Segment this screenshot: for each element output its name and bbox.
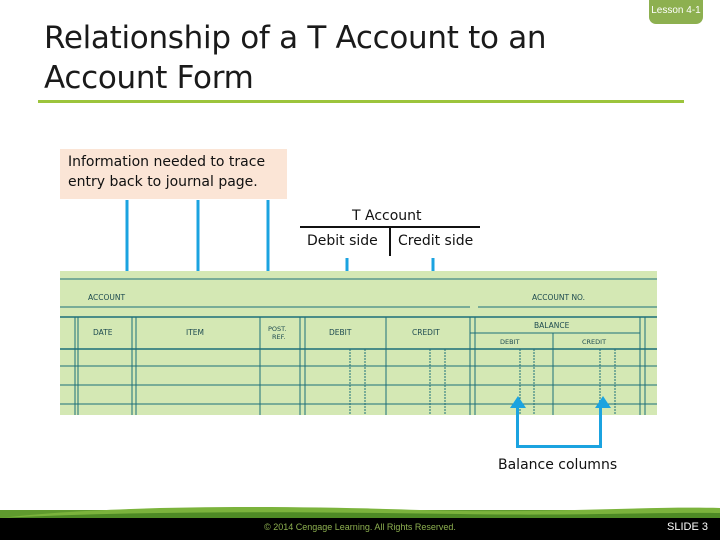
account-form: ACCOUNT ACCOUNT NO. BALANCE DATE ITEM PO… (60, 271, 657, 415)
callout-text: Information needed to trace entry back t… (68, 154, 266, 190)
balance-arrow-right-head (595, 396, 611, 408)
balance-arrow-left-head (510, 396, 526, 408)
slide-number: SLIDE 3 (667, 521, 708, 533)
form-bal-debit: DEBIT (500, 338, 519, 346)
form-account-no-label: ACCOUNT NO. (532, 293, 585, 302)
footer-grass-band (0, 507, 720, 518)
t-account-credit-label: Credit side (398, 233, 474, 249)
form-col-credit: CREDIT (412, 328, 440, 337)
t-account-debit-label: Debit side (307, 233, 378, 249)
form-col-item: ITEM (186, 328, 204, 337)
form-col-postref-2: REF. (272, 333, 285, 341)
slide-title: Relationship of a T Account to an Accoun… (44, 20, 547, 96)
form-col-debit: DEBIT (329, 328, 352, 337)
t-account-title: T Account (352, 208, 422, 224)
t-account-vertical-line (389, 227, 391, 256)
form-bal-credit: CREDIT (582, 338, 606, 346)
form-col-date: DATE (93, 328, 113, 337)
lesson-tab: Lesson 4-1 (649, 0, 703, 24)
footer-bar (0, 518, 720, 540)
callout-box (60, 149, 287, 199)
balance-columns-label: Balance columns (498, 457, 618, 473)
form-col-postref: POST. (268, 325, 286, 333)
form-account-label: ACCOUNT (88, 293, 125, 302)
form-balance-label: BALANCE (534, 321, 570, 330)
title-underline (38, 100, 684, 103)
balance-bracket (516, 400, 602, 448)
copyright-text: © 2014 Cengage Learning. All Rights Rese… (264, 522, 456, 532)
